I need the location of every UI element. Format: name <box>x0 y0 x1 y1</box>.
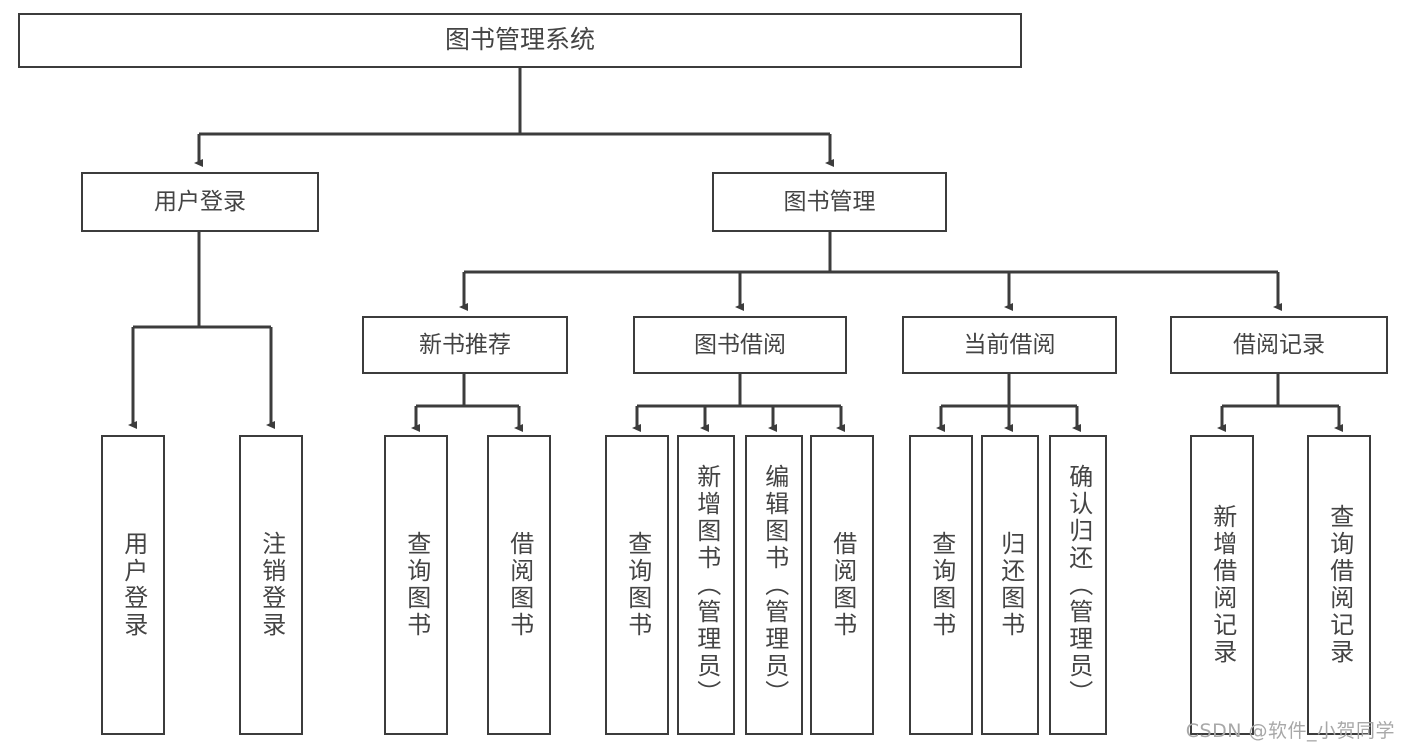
node-book-borrow-label: 图书借阅 <box>694 331 786 358</box>
node-new-book-recommend-label: 新书推荐 <box>419 331 511 358</box>
node-borrow-record-label: 借阅记录 <box>1233 331 1325 358</box>
leaf-label: 确认归还（管理员） <box>1064 463 1093 707</box>
leaf-borrow-add-book-admin[interactable]: 新增图书（管理员） <box>677 435 735 735</box>
leaf-user-login-login[interactable]: 用户登录 <box>101 435 165 735</box>
leaf-current-query-book[interactable]: 查询图书 <box>909 435 973 735</box>
leaf-label: 编辑图书（管理员） <box>760 463 789 707</box>
leaf-label: 查询图书 <box>927 531 956 639</box>
leaf-label: 归还图书 <box>996 531 1025 639</box>
leaf-current-confirm-return-admin[interactable]: 确认归还（管理员） <box>1049 435 1107 735</box>
node-new-book-recommend[interactable]: 新书推荐 <box>362 316 568 374</box>
leaf-borrow-borrow-book[interactable]: 借阅图书 <box>810 435 874 735</box>
leaf-new-book-borrow[interactable]: 借阅图书 <box>487 435 551 735</box>
leaf-user-login-logout[interactable]: 注销登录 <box>239 435 303 735</box>
node-book-management-label: 图书管理 <box>783 188 876 215</box>
leaf-new-book-query[interactable]: 查询图书 <box>384 435 448 735</box>
node-user-login-label: 用户登录 <box>154 188 246 215</box>
leaf-label: 新增借阅记录 <box>1208 504 1237 666</box>
leaf-label: 查询图书 <box>623 531 652 639</box>
leaf-borrow-query-book[interactable]: 查询图书 <box>605 435 669 735</box>
node-current-borrow[interactable]: 当前借阅 <box>902 316 1117 374</box>
leaf-record-add-record[interactable]: 新增借阅记录 <box>1190 435 1254 735</box>
node-book-management[interactable]: 图书管理 <box>712 172 947 232</box>
leaf-record-query-record[interactable]: 查询借阅记录 <box>1307 435 1371 735</box>
leaf-label: 查询图书 <box>402 531 431 639</box>
node-current-borrow-label: 当前借阅 <box>963 331 1056 358</box>
watermark: CSDN @软件_小贺同学 <box>1185 720 1395 742</box>
leaf-label: 注销登录 <box>257 531 286 639</box>
node-user-login[interactable]: 用户登录 <box>81 172 319 232</box>
leaf-label: 查询借阅记录 <box>1325 504 1354 666</box>
node-borrow-record[interactable]: 借阅记录 <box>1170 316 1388 374</box>
leaf-label: 借阅图书 <box>505 531 534 639</box>
leaf-current-return-book[interactable]: 归还图书 <box>981 435 1039 735</box>
node-root-system[interactable]: 图书管理系统 <box>18 13 1022 68</box>
leaf-label: 用户登录 <box>119 531 148 639</box>
leaf-borrow-edit-book-admin[interactable]: 编辑图书（管理员） <box>745 435 803 735</box>
node-root-label: 图书管理系统 <box>444 25 595 55</box>
leaf-label: 新增图书（管理员） <box>692 463 721 707</box>
node-book-borrow[interactable]: 图书借阅 <box>633 316 847 374</box>
leaf-label: 借阅图书 <box>828 531 857 639</box>
